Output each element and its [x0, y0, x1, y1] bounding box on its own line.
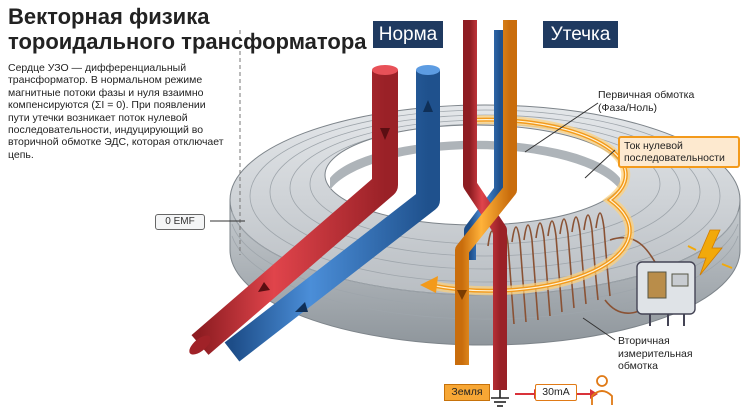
header-normal: Норма — [373, 21, 443, 48]
leak-orange-conductor — [455, 20, 517, 365]
description-text: Сердце УЗО — дифференциальный трансформа… — [8, 62, 224, 161]
ground-label: Земля — [444, 384, 490, 401]
neutral-arrow-icon — [423, 100, 433, 112]
flux-arrow-icon — [420, 276, 438, 293]
relay-icon — [636, 261, 696, 326]
page-title: Векторная физика тороидального трансформ… — [8, 4, 367, 54]
leak-red-conductor — [463, 20, 507, 390]
header-leak: Утечка — [543, 21, 618, 48]
neutral-conductor — [224, 65, 440, 362]
current-30ma-label: 30mA — [535, 384, 577, 401]
zero-seq-current-label: Ток нулевой последовательности — [618, 136, 740, 168]
zero-sequence-flux — [420, 115, 635, 296]
person-icon — [591, 375, 613, 405]
callout-lines — [210, 102, 616, 341]
secondary-winding-label: Вторичная измерительная обмотка — [618, 335, 693, 372]
lightning-icon — [687, 229, 733, 276]
ground-icon — [491, 390, 509, 407]
zero-emf-label: 0 EMF — [155, 214, 205, 230]
phase-conductor — [189, 65, 398, 355]
phase-arrow-icon — [380, 128, 390, 140]
primary-winding-label: Первичная обмотка (Фаза/Ноль) — [598, 89, 695, 114]
